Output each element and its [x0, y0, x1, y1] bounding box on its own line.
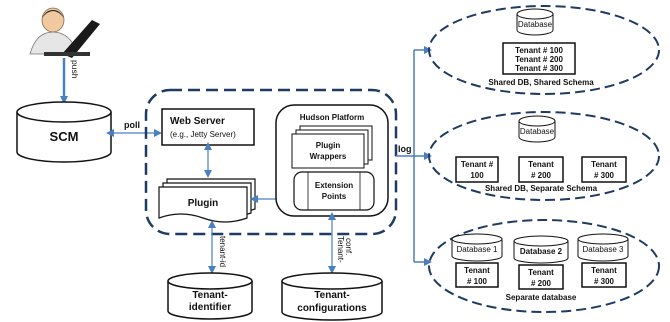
deploy3-tenant-200-line2: # 200 — [531, 279, 552, 288]
deploy1-db-label: Database — [518, 20, 553, 29]
user-laptop-icon — [29, 7, 100, 58]
extension-points-line1: Extension — [315, 181, 353, 190]
plugin-label: Plugin — [188, 198, 219, 209]
web-server-box: Web Server (e.g., Jetty Server) — [161, 108, 255, 146]
scm-cylinder: SCM — [16, 101, 112, 163]
deploy-shared-db-separate-schema: Database Tenant # 100 Tenant # 200 Tenan… — [428, 111, 660, 201]
deploy1-caption: Shared DB, Shared Schema — [488, 78, 594, 87]
log-label: log — [398, 144, 412, 154]
deploy1-tenant-100: Tenant # 100 — [515, 46, 563, 55]
web-server-subtitle: (e.g., Jetty Server) — [170, 130, 236, 139]
extension-points-line2: Points — [322, 192, 347, 201]
deploy3-db2-label: Database 2 — [520, 247, 563, 256]
deploy2-tenant-200-line1: Tenant — [528, 160, 554, 169]
tenant-conf-label-1: Tenant- — [336, 236, 345, 263]
deploy2-tenant-box-100 — [455, 156, 499, 183]
deploy3-db1-label: Database 1 — [457, 245, 498, 254]
deploy2-tenant-300-line2: # 300 — [594, 171, 615, 180]
tenant-identifier-line2: identifier — [189, 302, 231, 313]
hudson-title: Hudson Platform — [300, 113, 364, 122]
deploy3-tenant-box-200 — [518, 264, 564, 290]
push-label: push — [70, 60, 80, 79]
deploy2-tenant-100-line2: 100 — [470, 171, 484, 180]
deploy3-caption: Separate database — [506, 293, 577, 302]
deploy2-tenant-300-line1: Tenant — [591, 160, 617, 169]
tenant-configurations-cylinder: Tenant- configurations — [281, 272, 383, 321]
plugin-wrappers-line2: Wrappers — [310, 152, 347, 161]
poll-label: poll — [124, 120, 140, 130]
tenant-configurations-line2: configurations — [297, 303, 367, 314]
system-boundary — [144, 88, 398, 236]
tenant-identifier-line1: Tenant- — [192, 290, 227, 301]
deploy-separate-database: Database 1 Database 2 Database 3 Tenant … — [428, 219, 660, 313]
deploy1-tenant-300: Tenant # 300 — [515, 64, 563, 73]
deploy2-tenant-200-line2: # 200 — [531, 171, 552, 180]
plugin-wrappers-box — [291, 133, 365, 169]
deploy2-tenant-box-300 — [581, 156, 627, 183]
deploy3-tenant-100-line2: # 100 — [467, 277, 488, 286]
deploy3-tenant-100-line1: Tenant — [464, 266, 490, 275]
web-server-title: Web Server — [170, 116, 225, 127]
deploy-shared-db-shared-schema: Database Tenant # 100 Tenant # 200 Tenan… — [428, 5, 660, 95]
tenant-conf-label-2: conf. — [344, 238, 353, 255]
deploy1-tenant-200: Tenant # 200 — [515, 55, 563, 64]
tenant-identifier-cylinder: Tenant- identifier — [167, 272, 253, 320]
deploy3-tenant-200-line1: Tenant — [528, 268, 554, 277]
scm-label: SCM — [50, 129, 79, 144]
deploy2-tenant-box-200 — [518, 156, 564, 183]
deploy3-tenant-box-300 — [581, 262, 627, 288]
hudson-platform-box: Hudson Platform Plugin Wrappers Extensio… — [275, 104, 389, 217]
plugin-stack: Plugin — [158, 178, 256, 223]
extension-points-box — [293, 171, 375, 211]
deploy3-tenant-300-line2: # 300 — [594, 277, 615, 286]
deploy1-tenant-box — [502, 42, 576, 75]
tenant-id-label: tenant-id — [218, 236, 227, 267]
plugin-wrappers-line1: Plugin — [316, 141, 341, 150]
deploy2-db-label: Database — [520, 127, 555, 136]
deploy3-db3-label: Database 3 — [583, 245, 624, 254]
deploy3-tenant-box-100 — [455, 262, 499, 288]
deploy3-tenant-300-line1: Tenant — [591, 266, 617, 275]
tenant-configurations-line1: Tenant- — [314, 290, 349, 301]
deploy2-caption: Shared DB, Separate Schema — [485, 184, 598, 193]
deploy2-tenant-100-line1: Tenant # — [461, 160, 494, 169]
